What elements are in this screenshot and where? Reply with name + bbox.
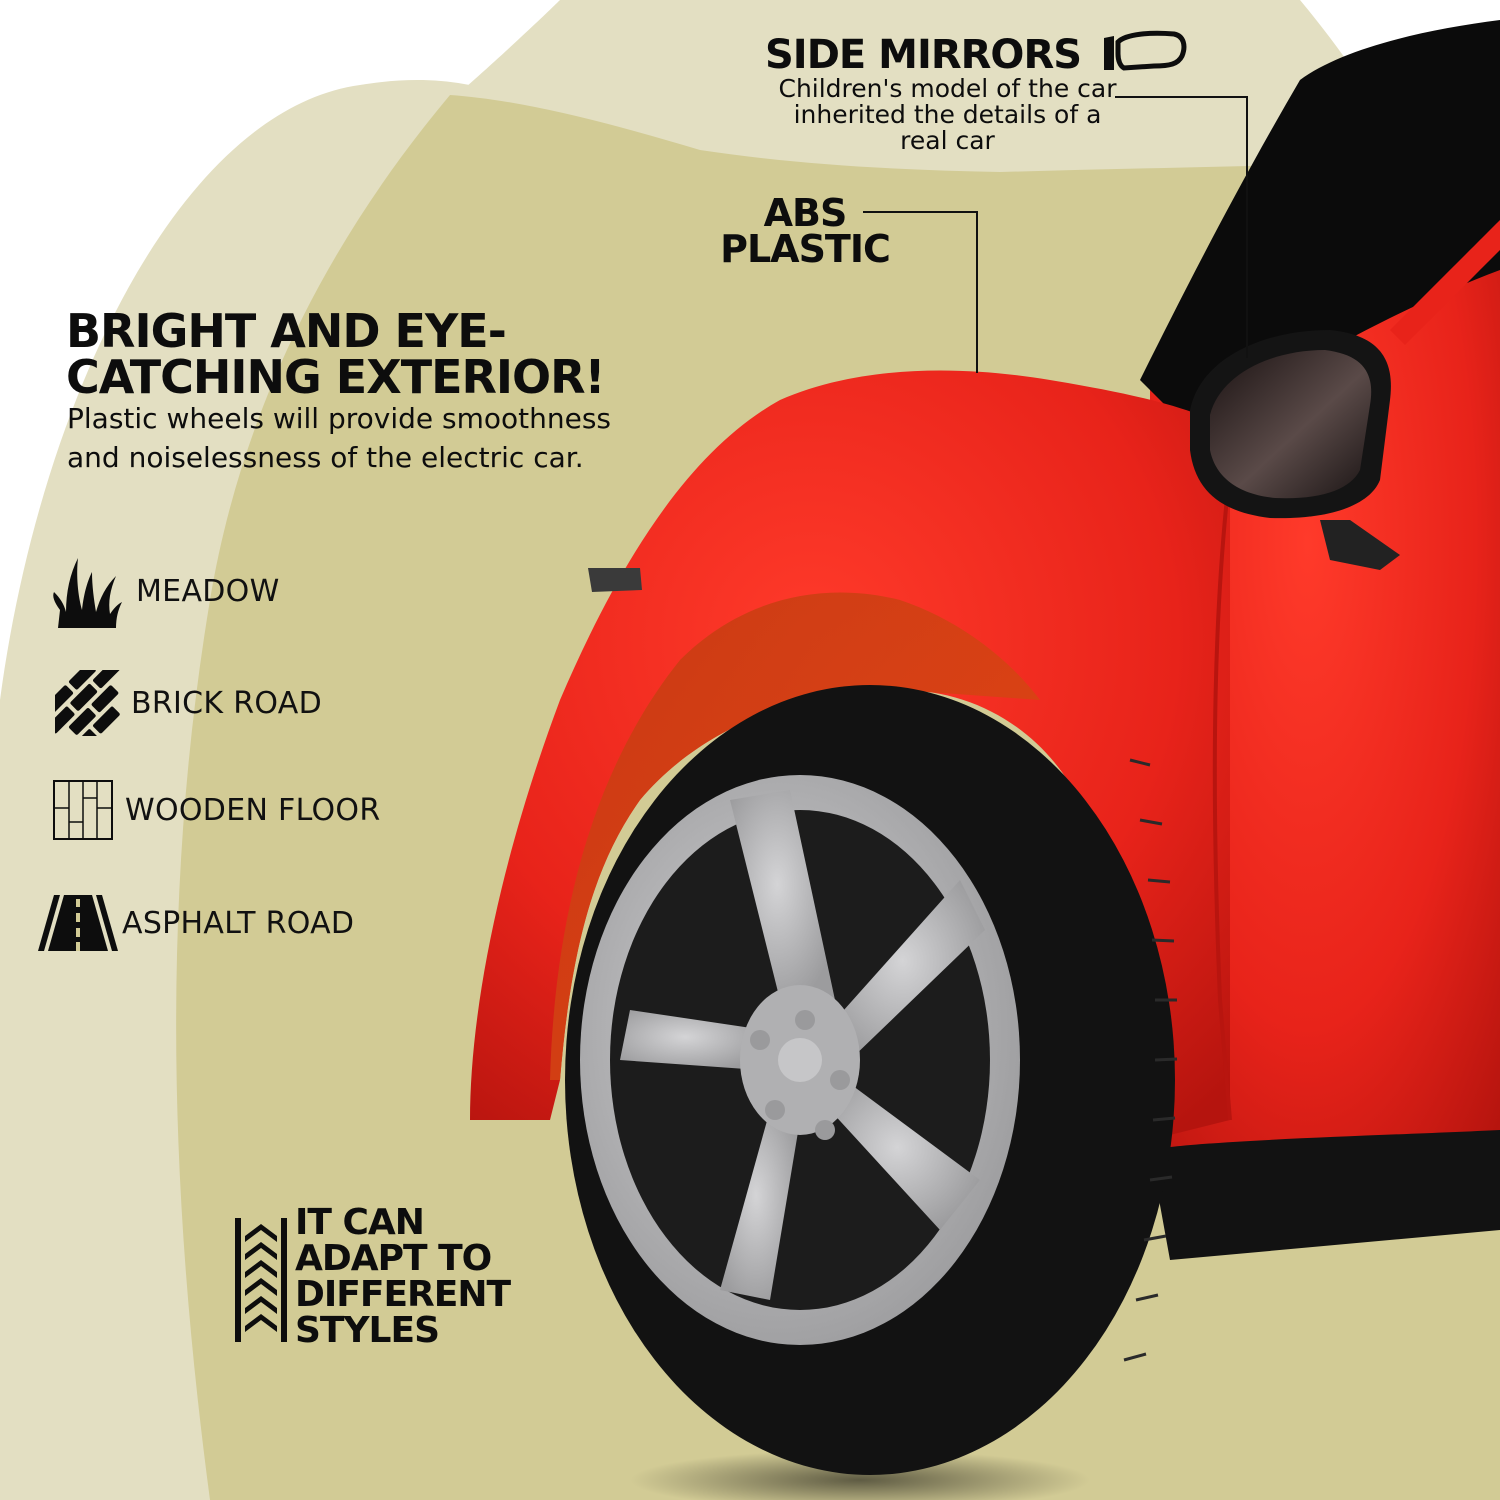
abs-plastic-line1: ABS: [763, 191, 848, 235]
surface-item-wooden-floor: WOODEN FLOOR: [53, 780, 381, 840]
adapt-line: IT CAN: [295, 1202, 425, 1243]
wood-floor-icon: [53, 780, 113, 840]
side-mirrors-title-text: SIDE MIRRORS: [765, 32, 1082, 78]
headline-body: Plastic wheels will provide smoothness a…: [67, 402, 612, 474]
adapt-line: STYLES: [295, 1310, 440, 1351]
surface-item-asphalt-road: ASPHALT ROAD: [38, 895, 354, 951]
side-mirrors-title: SIDE MIRRORS: [765, 30, 1188, 77]
tire-tread-icon: [235, 1218, 287, 1342]
surface-label: WOODEN FLOOR: [125, 792, 381, 828]
surface-label: ASPHALT ROAD: [122, 905, 355, 941]
side-mirrors-leader-horizontal: [1115, 96, 1248, 98]
adapt-line: DIFFERENT: [295, 1274, 511, 1315]
side-mirror-icon: [1103, 30, 1187, 71]
brick-icon: [55, 670, 120, 736]
adapt-text: IT CAN ADAPT TO DIFFERENT STYLES: [295, 1205, 555, 1349]
abs-plastic-label: ABS PLASTIC: [705, 191, 905, 271]
abs-plastic-line2: PLASTIC: [720, 227, 891, 271]
headline: BRIGHT AND EYE- CATCHING EXTERIOR!: [66, 308, 716, 400]
grass-icon: [53, 558, 122, 628]
abs-leader-vertical: [976, 211, 978, 373]
side-mirrors-description: Children's model of the car inherited th…: [778, 74, 1117, 155]
headline-line1: BRIGHT AND EYE-: [66, 304, 507, 358]
adapt-line: ADAPT TO: [295, 1238, 492, 1279]
side-mirrors-leader-vertical: [1246, 96, 1248, 358]
surface-label: BRICK ROAD: [131, 685, 322, 721]
headline-line2: CATCHING EXTERIOR!: [66, 350, 606, 404]
surface-item-brick-road: BRICK ROAD: [55, 670, 322, 736]
road-icon: [38, 895, 118, 951]
surface-label: MEADOW: [136, 573, 280, 609]
surface-item-meadow: MEADOW: [52, 552, 280, 630]
abs-leader-horizontal: [863, 211, 978, 213]
